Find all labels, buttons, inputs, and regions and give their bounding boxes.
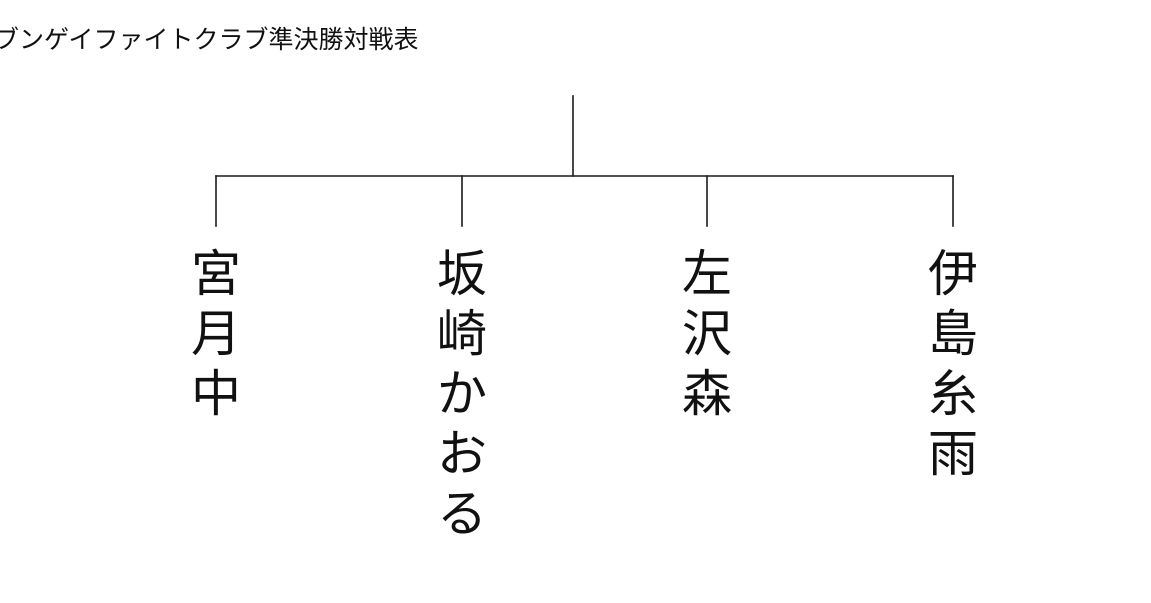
participant-name-2: 坂崎かおる — [427, 244, 497, 544]
name-character: 左 — [682, 245, 732, 303]
participant-name-3: 左沢森 — [672, 244, 742, 424]
name-character: る — [437, 485, 487, 543]
name-character: 雨 — [928, 425, 978, 483]
name-character: 伊 — [928, 245, 978, 303]
participant-name-1: 宮月中 — [181, 244, 251, 424]
name-character: 森 — [682, 365, 732, 423]
name-character: 月 — [191, 305, 241, 363]
name-character: 宮 — [191, 245, 241, 303]
name-character: 糸 — [928, 365, 978, 423]
participant-name-4: 伊島糸雨 — [918, 244, 988, 484]
name-character: か — [437, 365, 487, 423]
bracket-title: ブンゲイファイトクラブ準決勝対戦表 — [0, 25, 419, 54]
name-character: 中 — [191, 365, 241, 423]
name-character: 島 — [928, 305, 978, 363]
name-character: お — [437, 425, 487, 483]
name-character: 沢 — [682, 305, 732, 363]
name-character: 崎 — [437, 305, 487, 363]
name-character: 坂 — [437, 245, 487, 303]
